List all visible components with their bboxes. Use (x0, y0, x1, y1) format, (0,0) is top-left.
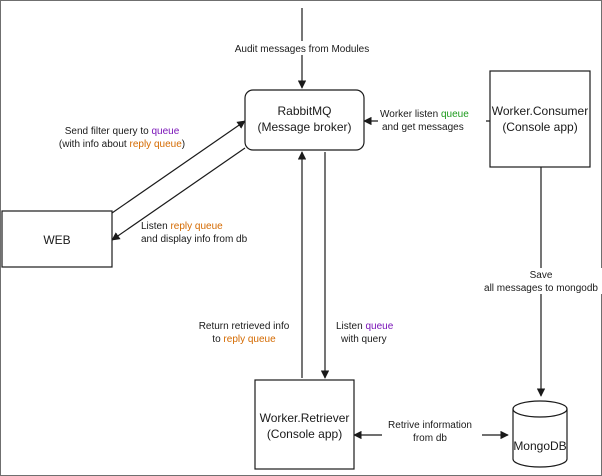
retriever-title: Worker.Retriever (260, 411, 350, 425)
worker-listen-label-line2: and get messages (382, 122, 464, 133)
return-retrieved-reply-queue-word: reply queue (223, 334, 276, 345)
edge-send-filter (111, 120, 246, 214)
worker-listen-label-line1: Worker listen queue (380, 109, 469, 120)
listen-reply-label-line2: and display info from db (141, 234, 248, 245)
return-retrieved-label-line1: Return retrieved info (199, 321, 290, 332)
retrive-label-line1: Retrive information (388, 420, 472, 431)
rabbitmq-subtitle: (Message broker) (257, 120, 351, 134)
node-rabbitmq (244, 89, 365, 151)
consumer-subtitle: (Console app) (502, 120, 577, 134)
listen-queue-label-line1: Listen queue (336, 321, 394, 332)
node-mongodb (512, 400, 568, 468)
edge-listen-reply (111, 147, 246, 241)
return-retrieved-label-line2: to reply queue (212, 334, 276, 345)
send-filter-text-3: ) (182, 139, 185, 150)
send-filter-reply-queue-word: reply queue (130, 139, 183, 150)
save-label-bg (478, 268, 602, 294)
worker-listen-label-bg (378, 107, 486, 133)
listen-reply-label-line1: Listen reply queue (141, 221, 223, 232)
consumer-title: Worker.Consumer (492, 104, 588, 118)
retrive-label-bg (382, 418, 482, 444)
retrive-label-line2: from db (413, 433, 447, 444)
retriever-subtitle: (Console app) (267, 427, 342, 441)
listen-queue-label-line2: with query (340, 334, 387, 345)
node-worker-retriever (254, 379, 355, 470)
rabbitmq-title: RabbitMQ (277, 104, 331, 118)
node-web (1, 210, 113, 268)
worker-listen-text-1: Worker listen (380, 109, 441, 120)
web-title: WEB (43, 233, 70, 247)
send-filter-label-line2: (with info about reply queue) (59, 139, 185, 150)
send-filter-text-2: (with info about (59, 139, 130, 150)
listen-queue-queue-word: queue (365, 321, 393, 332)
return-retrieved-text-1: to (212, 334, 223, 345)
listen-reply-reply-queue-word: reply queue (170, 221, 223, 232)
listen-queue-text-1: Listen (336, 321, 365, 332)
send-filter-queue-word: queue (151, 126, 179, 137)
send-filter-label-line1: Send filter query to queue (65, 126, 180, 137)
mongodb-cylinder-body (512, 409, 568, 468)
save-label-line2: all messages to mongodb (484, 283, 598, 294)
mongodb-title: MongoDB (513, 439, 566, 453)
worker-listen-queue-word: queue (441, 109, 469, 120)
listen-reply-text-1: Listen (141, 221, 170, 232)
save-label-line1: Save (530, 270, 553, 281)
node-worker-consumer (489, 70, 591, 168)
edge-audit-label: Audit messages from Modules (235, 44, 370, 55)
audit-label-bg (228, 41, 376, 55)
send-filter-text-1: Send filter query to (65, 126, 152, 137)
mongodb-cylinder-top (512, 400, 568, 418)
